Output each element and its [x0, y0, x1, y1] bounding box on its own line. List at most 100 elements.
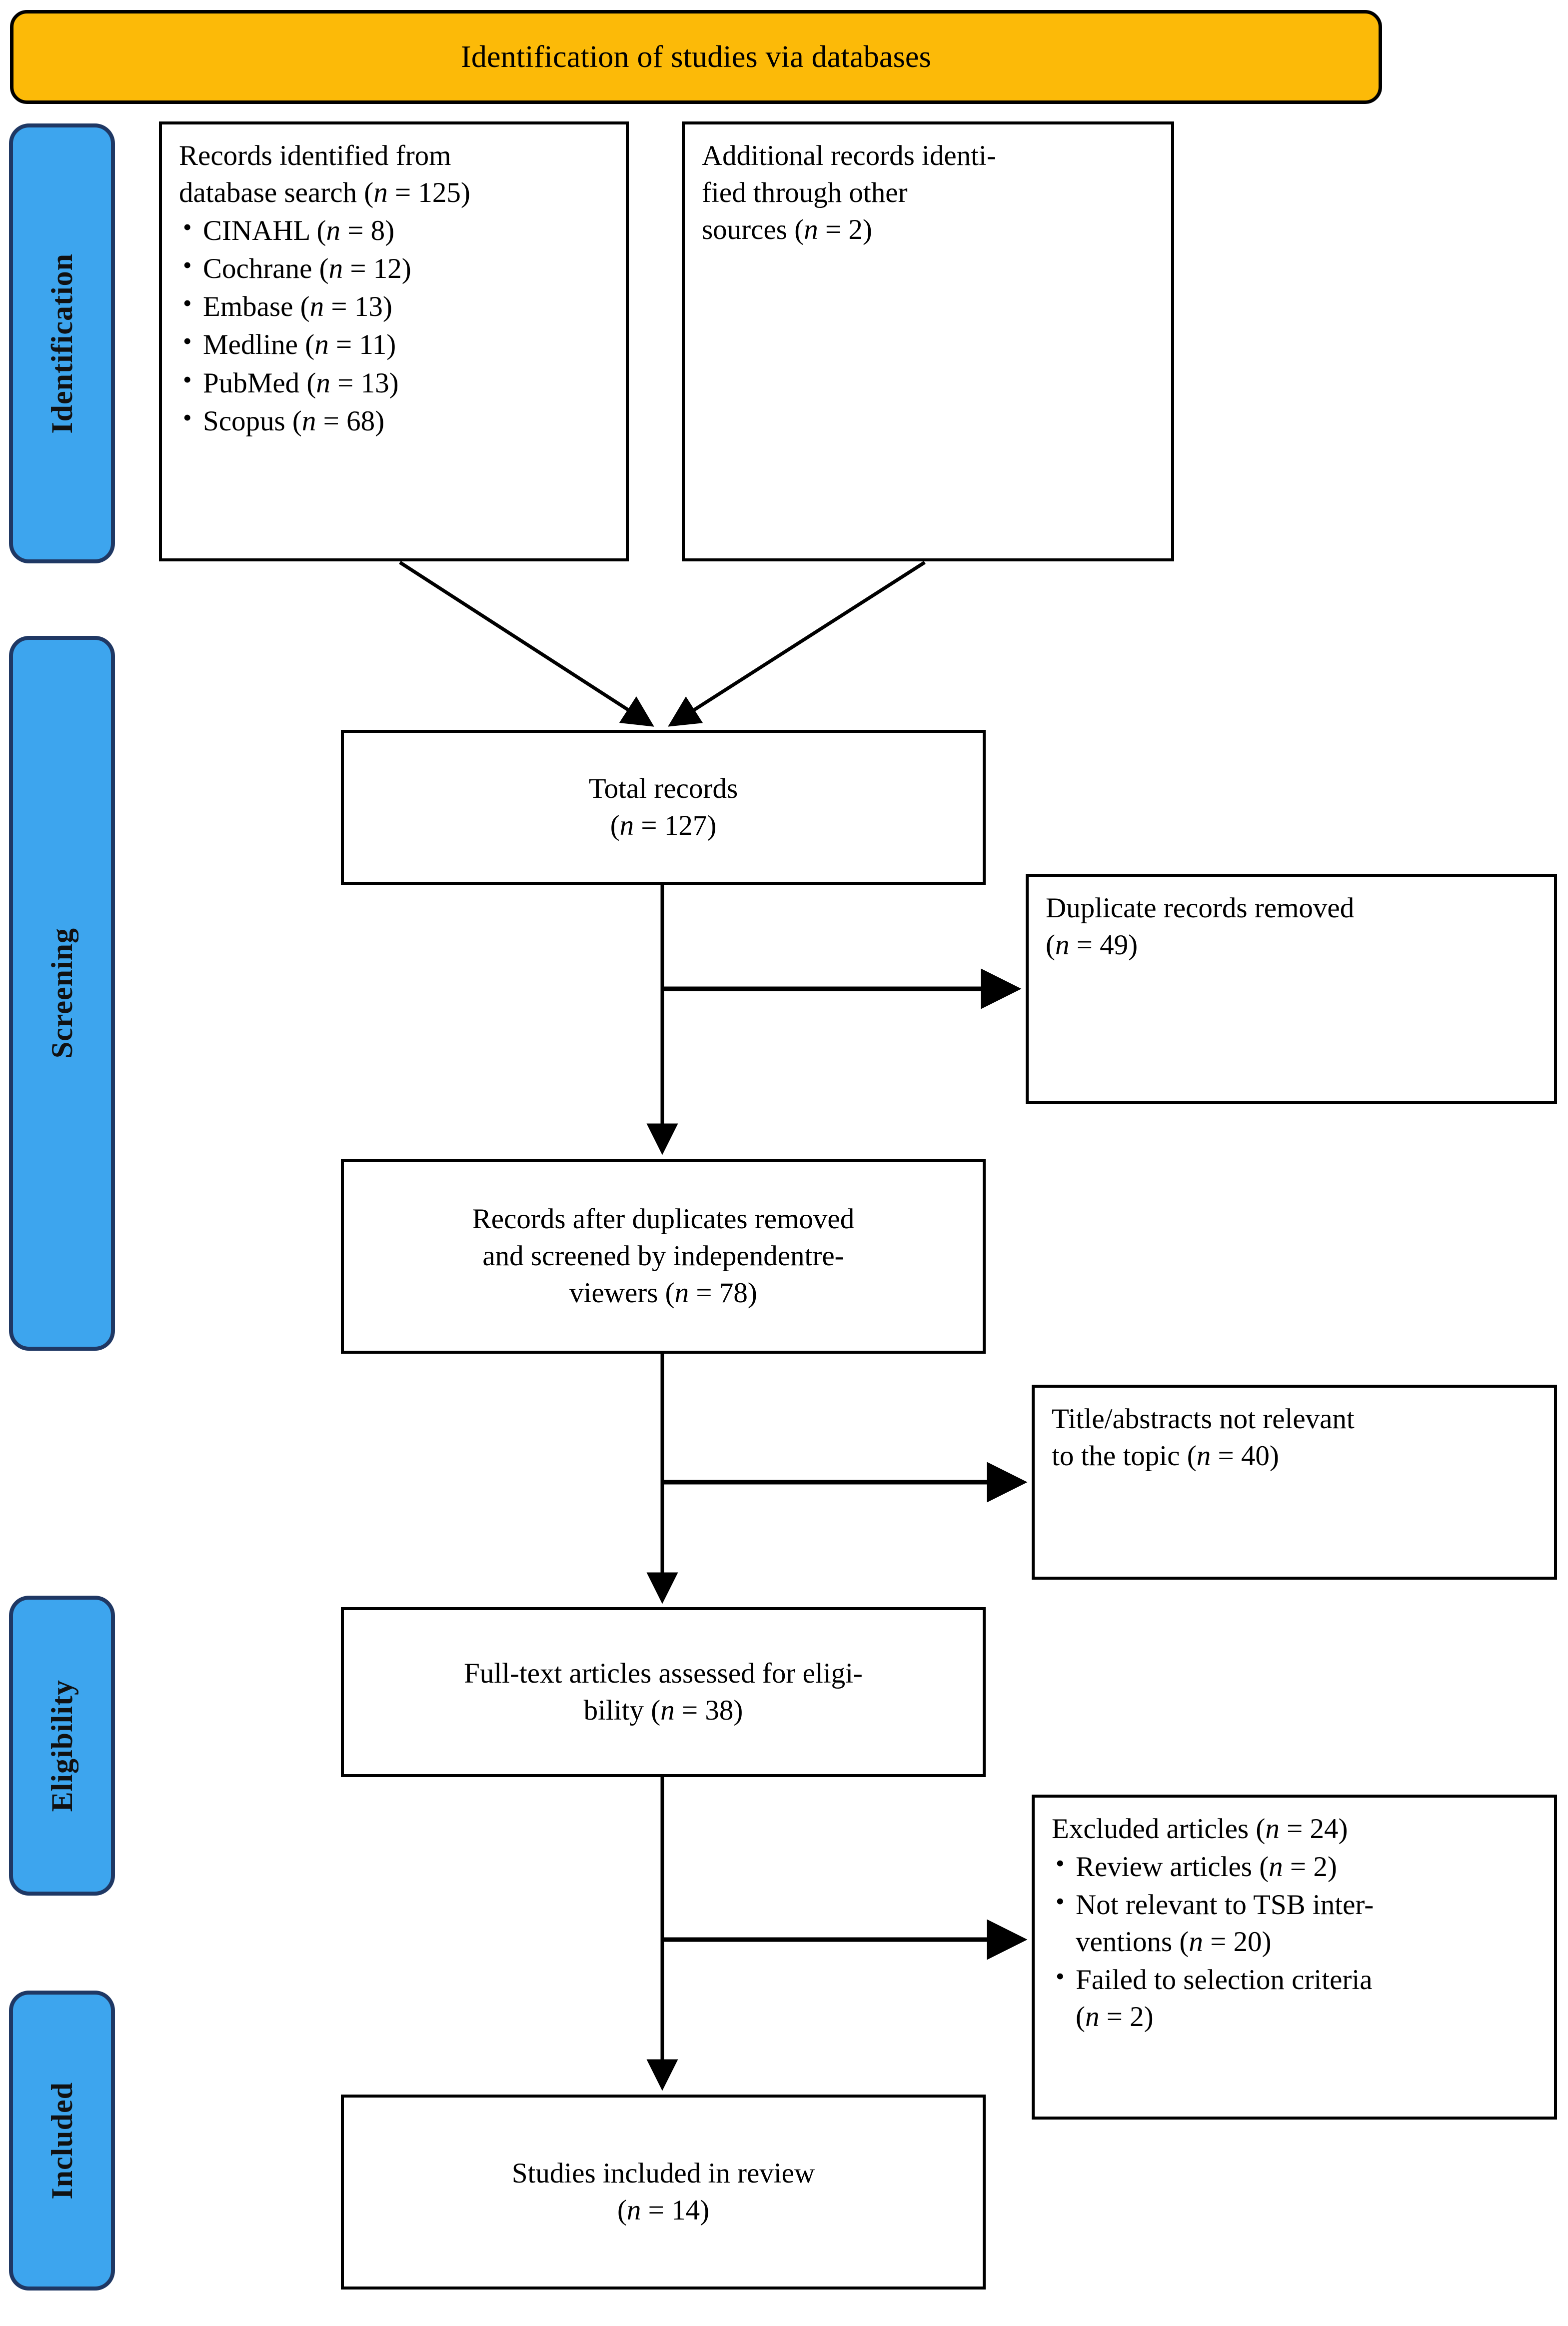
title-abstracts-value: = 40): [1211, 1440, 1279, 1472]
phase-tab-included-label: Included: [45, 2082, 78, 2200]
review-articles-value: = 2): [1283, 1851, 1337, 1883]
phase-tab-screening-label: Screening: [45, 928, 78, 1059]
list-item-not-relevant-tsb: Not relevant to TSB inter-ventions (n = …: [1052, 1885, 1537, 1961]
medline-n: n: [314, 329, 329, 361]
after-duplicates-line3-text: viewers (: [569, 1277, 675, 1309]
box-title-abstracts-excluded: Title/abstracts not relevant to the topi…: [1032, 1385, 1557, 1580]
additional-records-line3-n: n: [804, 214, 818, 246]
phase-tab-screening: Screening: [9, 636, 115, 1351]
list-item-failed-criteria: Failed to selection criteria(n = 2): [1052, 1960, 1537, 2036]
additional-records-line3-tail: = 2): [818, 214, 872, 246]
box-records-identified: Records identified from database search …: [159, 121, 629, 561]
scopus-n: n: [301, 405, 316, 437]
excluded-articles-n: n: [1265, 1813, 1280, 1845]
title-abstracts-line2-text: to the topic (: [1052, 1440, 1197, 1472]
title-abstracts-n: n: [1196, 1440, 1211, 1472]
scopus-label: Scopus (: [203, 405, 302, 437]
duplicates-removed-n: n: [1055, 929, 1070, 961]
cinahl-label: CINAHL (: [203, 215, 326, 247]
fulltext-assessed-line1: Full-text articles assessed for eligi-: [464, 1657, 863, 1689]
not-relevant-tsb-line2: ventions (n = 20): [1076, 1924, 1537, 1961]
after-duplicates-line3: viewers (n = 78): [569, 1275, 757, 1312]
phase-tab-included: Included: [9, 1991, 115, 2291]
list-item-medline: Medline (n = 11): [179, 325, 609, 363]
duplicates-removed-paren: (: [1046, 929, 1055, 961]
excluded-articles-line1-text: Excluded articles (: [1052, 1813, 1266, 1845]
medline-value: = 11): [328, 329, 396, 361]
duplicates-removed-line2: (n = 49): [1046, 927, 1537, 964]
not-relevant-tsb-n: n: [1189, 1926, 1203, 1958]
cinahl-n: n: [326, 215, 340, 247]
studies-included-line2: (n = 14): [617, 2192, 709, 2229]
embase-value: = 13): [324, 291, 392, 323]
box-additional-records: Additional records identi- fied through …: [682, 121, 1174, 561]
additional-records-line1: Additional records identi-: [702, 140, 996, 171]
fulltext-assessed-line2-text: bility (: [583, 1695, 661, 1726]
stage-banner-label: Identification of studies via databases: [461, 39, 931, 74]
list-item-scopus: Scopus (n = 68): [179, 401, 609, 440]
after-duplicates-line2: and screened by independentre-: [482, 1240, 844, 1272]
phase-tab-eligibility-label: Eligibility: [45, 1679, 78, 1812]
cochrane-value: = 12): [343, 253, 411, 285]
additional-records-line2: fied through other: [702, 177, 908, 209]
phase-tab-eligibility: Eligibility: [9, 1596, 115, 1896]
box-after-duplicates: Records after duplicates removed and scr…: [341, 1159, 986, 1354]
box-duplicates-removed: Duplicate records removed (n = 49): [1026, 874, 1557, 1104]
records-identified-line2-text: database search (: [179, 177, 374, 209]
title-abstracts-line2: to the topic (n = 40): [1052, 1438, 1537, 1475]
title-abstracts-line1: Title/abstracts not relevant: [1052, 1403, 1355, 1435]
after-duplicates-n: n: [674, 1277, 689, 1309]
embase-n: n: [309, 291, 324, 323]
box-studies-included: Studies included in review (n = 14): [341, 2095, 986, 2290]
fulltext-assessed-value: = 38): [674, 1695, 743, 1726]
not-relevant-tsb-value: = 20): [1203, 1926, 1272, 1958]
duplicates-removed-line1: Duplicate records removed: [1046, 892, 1355, 924]
not-relevant-tsb-label: ventions (: [1076, 1926, 1189, 1958]
failed-criteria-line2: (n = 2): [1076, 1999, 1537, 2036]
total-records-n: n: [619, 810, 634, 841]
failed-criteria-n: n: [1085, 2001, 1100, 2033]
total-records-line1: Total records: [588, 772, 738, 804]
arrow-additional-to-total: [668, 561, 926, 727]
failed-criteria-line1: Failed to selection criteria: [1076, 1964, 1373, 1996]
excluded-articles-line1: Excluded articles (n = 24): [1052, 1811, 1537, 1848]
records-identified-line2-tail: = 125): [387, 177, 470, 209]
studies-included-n: n: [626, 2195, 641, 2226]
records-identified-line2: database search (n = 125): [179, 174, 609, 211]
after-duplicates-line1: Records after duplicates removed: [472, 1203, 855, 1235]
box-fulltext-assessed: Full-text articles assessed for eligi- b…: [341, 1607, 986, 1777]
studies-included-line1: Studies included in review: [511, 2157, 815, 2189]
pubmed-label: PubMed (: [203, 367, 316, 399]
cinahl-value: = 8): [340, 215, 395, 247]
review-articles-n: n: [1269, 1851, 1283, 1883]
excluded-reason-list: Review articles (n = 2) Not relevant to …: [1052, 1847, 1537, 2036]
phase-tab-identification-label: Identification: [45, 253, 78, 434]
list-item-cinahl: CINAHL (n = 8): [179, 211, 609, 249]
not-relevant-tsb-line1: Not relevant to TSB inter-: [1076, 1889, 1374, 1921]
records-identified-line1: Records identified from: [179, 140, 451, 171]
failed-criteria-value: = 2): [1099, 2001, 1154, 2033]
list-item-cochrane: Cochrane (n = 12): [179, 249, 609, 287]
medline-label: Medline (: [203, 329, 315, 361]
cochrane-n: n: [328, 253, 343, 285]
total-records-paren: (: [610, 810, 620, 841]
stage-banner-identification: Identification of studies via databases: [10, 10, 1382, 104]
fulltext-assessed-line2: bility (n = 38): [584, 1692, 743, 1729]
cochrane-label: Cochrane (: [203, 253, 329, 285]
list-item-review-articles: Review articles (n = 2): [1052, 1847, 1537, 1886]
embase-label: Embase (: [203, 291, 310, 323]
phase-tab-identification: Identification: [9, 123, 115, 563]
list-item-pubmed: PubMed (n = 13): [179, 363, 609, 402]
additional-records-line3: sources (n = 2): [702, 211, 1154, 248]
total-records-line2: (n = 127): [610, 807, 717, 844]
database-source-list: CINAHL (n = 8) Cochrane (n = 12) Embase …: [179, 211, 609, 440]
studies-included-paren: (: [617, 2195, 627, 2226]
box-total-records: Total records (n = 127): [341, 730, 986, 885]
duplicates-removed-value: = 49): [1069, 929, 1138, 961]
records-identified-line2-n: n: [373, 177, 388, 209]
review-articles-label: Review articles (: [1076, 1851, 1269, 1883]
pubmed-n: n: [316, 367, 330, 399]
after-duplicates-value: = 78): [689, 1277, 757, 1309]
list-item-embase: Embase (n = 13): [179, 287, 609, 325]
total-records-value: = 127): [634, 810, 717, 841]
